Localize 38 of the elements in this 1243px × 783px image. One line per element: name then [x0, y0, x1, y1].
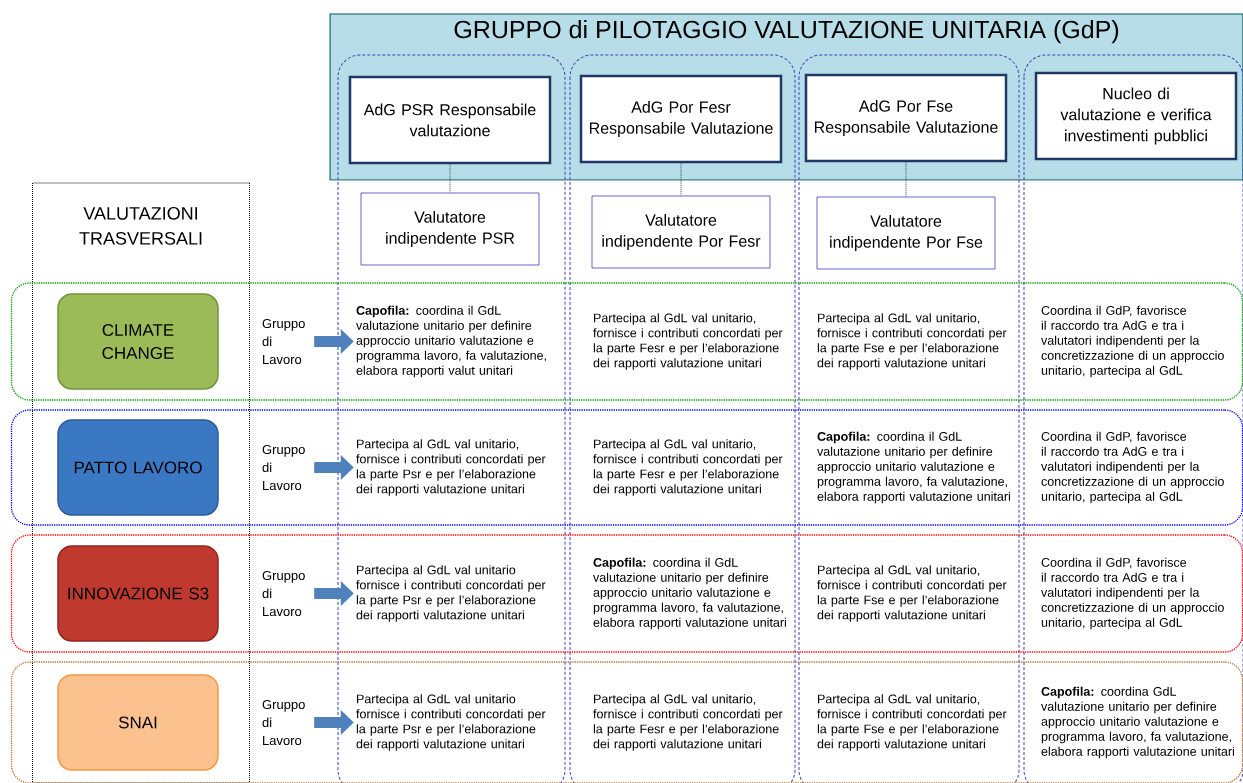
description-text: Capofila: coordina il GdL valutazione unitario per definire approccio unitario valutazione e programma lavoro, fa valutazione, elabora rapporti valutazione unitari: [817, 431, 1010, 504]
description-text: Coordina il GdP, favorisce il raccordo tra AdG e tra i valutatori indipendenti per la concretizzazione di un approccio unitario, partecipa al GdL: [1041, 431, 1224, 504]
theme-box: CLIMATE CHANGE: [57, 293, 219, 390]
theme-box: INNOVAZIONE S3: [57, 545, 219, 642]
role-box: Nucleo di valutazione e verifica investimenti pubblici: [1034, 71, 1238, 161]
description-text: Capofila: coordina il GdL valutazione unitario per definire approccio unitario valutazione e programma lavoro, fa valutazione, elabora rapporti valut unitari: [356, 305, 546, 378]
evaluator-box: Valutatore indipendente Por Fesr: [591, 195, 771, 269]
working-group-label: Gruppo di Lavoro: [262, 570, 305, 617]
description-text: Partecipa al GdL val unitario fornisce i contributi concordati per la parte Psr e per l’elaborazione dei rapporti valutazione unitari: [356, 565, 546, 622]
description-text: Partecipa al GdL val unitario, fornisce i contributi concordati per la parte Fesr e per l’elaborazione dei rapporti valutazione unitari: [593, 439, 783, 496]
connector-line: [680, 162, 682, 197]
description-text: Coordina il GdP, favorisce il raccordo tra AdG e tra i valutatori indipendenti per la concretizzazione di un approccio unitario, partecipa al GdL: [1041, 557, 1224, 630]
connector-line: [449, 163, 451, 194]
theme-box: PATTO LAVORO: [57, 419, 219, 516]
description-text: Partecipa al GdL val unitario fornisce i contributi concordati per la parte Psr e per l’elaborazione dei rapporti valutazione unitari: [356, 694, 546, 751]
row-band: [10, 534, 1243, 653]
row-band: [10, 661, 1243, 783]
description-text: Partecipa al GdL val unitario, fornisce i contributi concordati per la parte Fse e per l’elaborazione dei rapporti valutazione unitari: [817, 694, 1007, 751]
evaluator-box: Valutatore indipendente PSR: [360, 192, 540, 266]
description-text: Coordina il GdP, favorisce il raccordo tra AdG e tra i valutatori indipendenti per la concretizzazione di un approccio unitario, partecipa al GdL: [1041, 305, 1224, 378]
description-text: Capofila: coordina GdL valutazione unitario per definire approccio unitario valutazione e programma lavoro, fa valutazione, elabora rapporti valutazione unitari: [1041, 686, 1234, 759]
description-text: Partecipa al GdL val unitario, fornisce i contributi concordati per la parte Fesr e per l’elaborazione dei rapporti valutazione unitari: [593, 313, 783, 370]
connector-line: [905, 161, 907, 198]
role-box: AdG PSR Responsabile valutazione: [348, 75, 552, 165]
working-group-label: Gruppo di Lavoro: [262, 444, 305, 491]
description-text: Partecipa al GdL val unitario, fornisce i contributi concordati per la parte Psr e per l’elaborazione dei rapporti valutazione unitari: [356, 439, 546, 496]
theme-box: SNAI: [57, 674, 219, 771]
description-text: Partecipa al GdL val unitario, fornisce i contributi concordati per la parte Fesr e per l’elaborazione dei rapporti valutazione unitari: [593, 694, 783, 751]
working-group-label: Gruppo di Lavoro: [262, 318, 305, 365]
description-text: Capofila: coordina il GdL valutazione unitario per definire approccio unitario valutazione e programma lavoro, fa valutazione, elabora rapporti valutazione unitari: [593, 557, 786, 630]
description-text: Partecipa al GdL val unitario, fornisce i contributi concordati per la parte Fse e per l’elaborazione dei rapporti valutazione unitari: [817, 565, 1007, 622]
description-text: Partecipa al GdL val unitario, fornisce i contributi concordati per la parte Fse e per l’elaborazione dei rapporti valutazione unitari: [817, 313, 1007, 370]
row-band: [10, 282, 1243, 401]
evaluator-box: Valutatore indipendente Por Fse: [816, 196, 996, 270]
row-band: [10, 409, 1243, 526]
role-box: AdG Por Fse Responsabile Valutazione: [804, 73, 1008, 163]
role-box: AdG Por Fesr Responsabile Valutazione: [579, 74, 783, 164]
working-group-label: Gruppo di Lavoro: [262, 699, 305, 746]
